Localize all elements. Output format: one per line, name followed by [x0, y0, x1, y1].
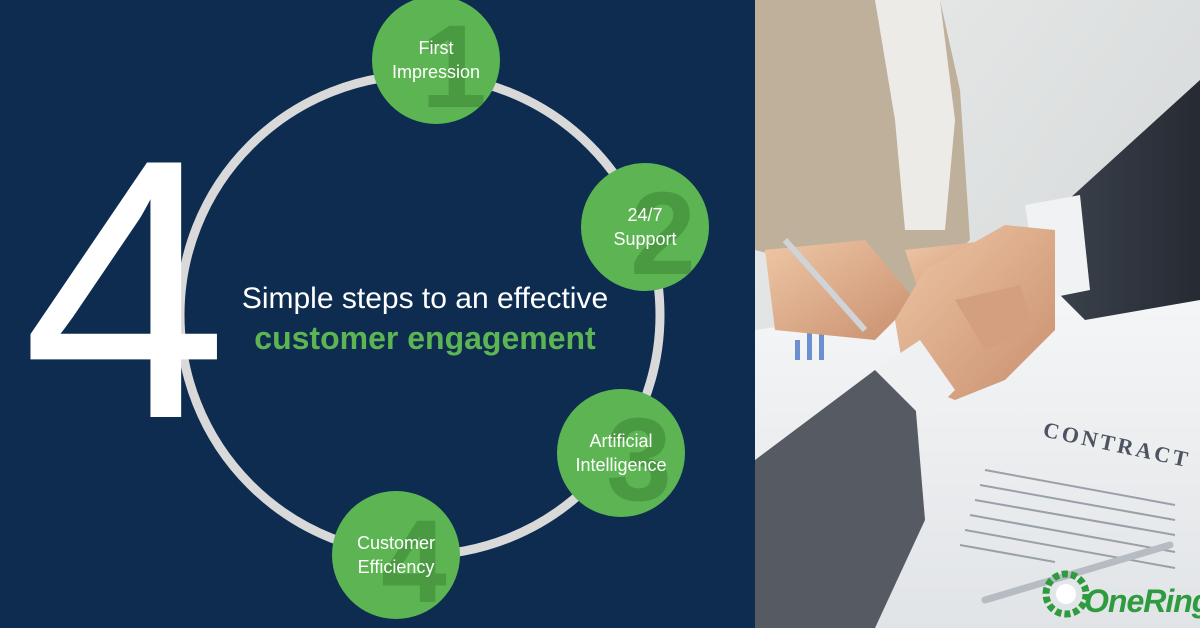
- infographic-panel: 4 Simple steps to an effective customer …: [22, 0, 709, 619]
- headline: Simple steps to an effective customer en…: [180, 280, 670, 358]
- step-customer-efficiency: 4 Customer Efficiency: [332, 491, 460, 619]
- step-label: Artificial Intelligence: [575, 431, 667, 475]
- step-label: Customer Efficiency: [356, 533, 436, 577]
- headline-line-1: Simple steps to an effective: [241, 282, 609, 315]
- step-artificial-intelligence: 3 Artificial Intelligence: [557, 389, 685, 517]
- logo-wordmark: OneRing: [1084, 583, 1200, 619]
- step-number: 1: [421, 1, 487, 124]
- handshake-photo: [755, 0, 1200, 628]
- onering-logo-icon: [1042, 570, 1090, 618]
- step-label: 24/7 Support: [613, 205, 677, 249]
- step-first-impression: 1 First Impression: [372, 0, 500, 124]
- step-number: 2: [630, 168, 696, 291]
- step-support: 2 24/7 Support: [581, 163, 709, 291]
- step-number: 4: [381, 496, 447, 619]
- big-step-count: 4: [22, 83, 228, 496]
- headline-line-2: customer engagement: [254, 320, 596, 356]
- step-label: First Impression: [391, 38, 481, 82]
- step-number: 3: [606, 394, 672, 517]
